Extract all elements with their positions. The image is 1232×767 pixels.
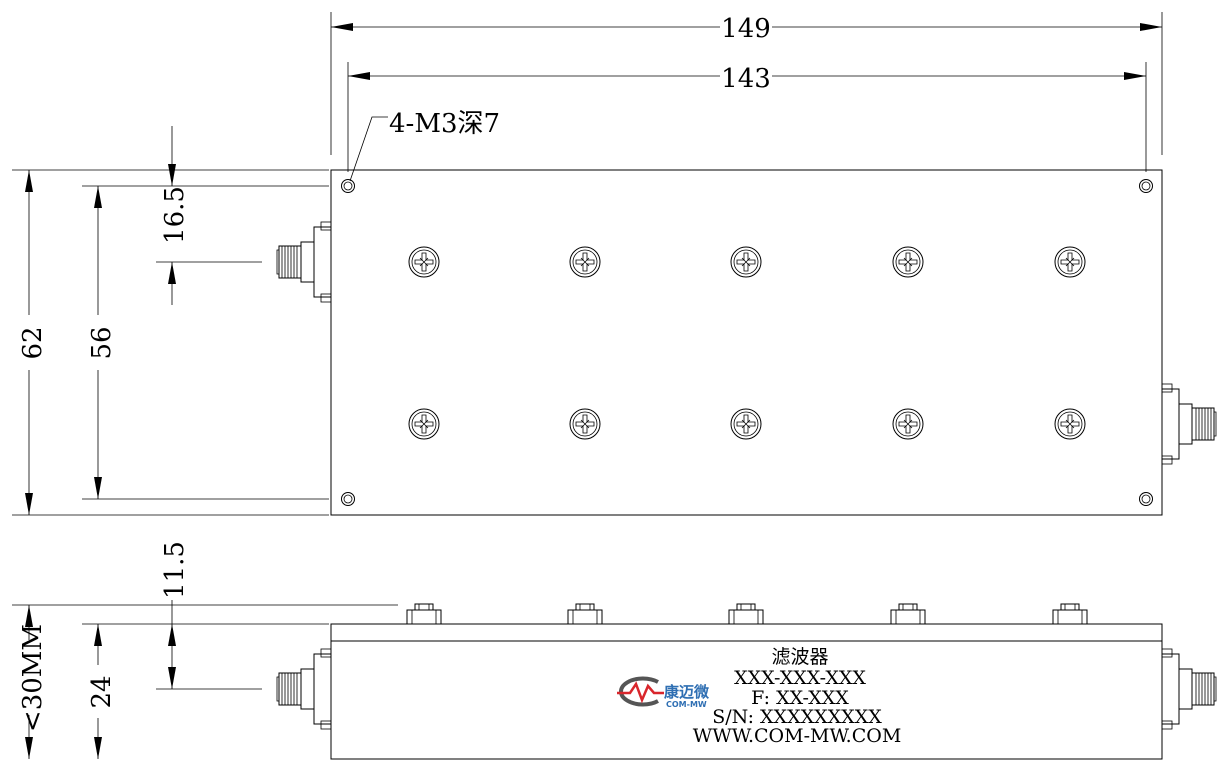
tuning-screw bbox=[892, 408, 924, 440]
tuning-nut bbox=[1052, 603, 1088, 625]
product-website: WWW.COM-MW.COM bbox=[693, 725, 902, 747]
tuning-nut bbox=[567, 603, 603, 625]
dim-max-height: <30MM bbox=[18, 624, 48, 732]
tuning-nut bbox=[728, 603, 764, 625]
product-model: XXX-XXX-XXX bbox=[734, 667, 866, 689]
filter-body-top bbox=[330, 169, 1163, 516]
logo-cn-text: 康迈微 bbox=[664, 683, 710, 701]
tuning-screw bbox=[730, 408, 762, 440]
logo-en-text: COM-MW bbox=[666, 700, 707, 709]
tuning-nut bbox=[890, 603, 926, 625]
product-frequency: F: XX-XXX bbox=[751, 687, 849, 709]
tuning-screw bbox=[569, 246, 601, 278]
input-connector-side bbox=[276, 648, 332, 730]
dim-overall-length: 149 bbox=[721, 14, 771, 44]
dim-hole-spacing-length: 143 bbox=[721, 64, 771, 94]
output-connector bbox=[1161, 383, 1217, 465]
hole-note: 4-M3深7 bbox=[389, 109, 500, 139]
dim-overall-width: 62 bbox=[18, 326, 48, 359]
dim-hole-spacing-width: 56 bbox=[87, 326, 117, 359]
output-connector-side bbox=[1161, 648, 1217, 730]
tuning-nut bbox=[406, 603, 442, 625]
input-connector bbox=[276, 221, 332, 303]
tuning-screw bbox=[730, 246, 762, 278]
tuning-screw bbox=[1054, 408, 1086, 440]
mounting-hole bbox=[1139, 492, 1153, 506]
tuning-screw bbox=[408, 408, 440, 440]
dim-body-height: 24 bbox=[87, 675, 117, 708]
tuning-screw bbox=[569, 408, 601, 440]
company-logo: 康迈微 COM-MW bbox=[617, 676, 710, 709]
dim-connector-offset: 16.5 bbox=[160, 186, 190, 244]
mounting-hole bbox=[341, 492, 355, 506]
tuning-screw bbox=[1054, 246, 1086, 278]
dim-connector-height: 11.5 bbox=[160, 541, 190, 599]
tuning-screw bbox=[408, 246, 440, 278]
side-view: 康迈微 COM-MW 滤波器 XXX-XXX-XXX F: XX-XXX S/N… bbox=[12, 541, 1217, 760]
mounting-hole bbox=[341, 179, 355, 193]
product-serial: S/N: XXXXXXXXX bbox=[712, 706, 882, 728]
product-name: 滤波器 bbox=[771, 646, 828, 668]
top-view: 149 143 4-M3深7 62 56 16.5 bbox=[12, 12, 1217, 516]
mounting-hole bbox=[1139, 179, 1153, 193]
tuning-screw bbox=[892, 246, 924, 278]
